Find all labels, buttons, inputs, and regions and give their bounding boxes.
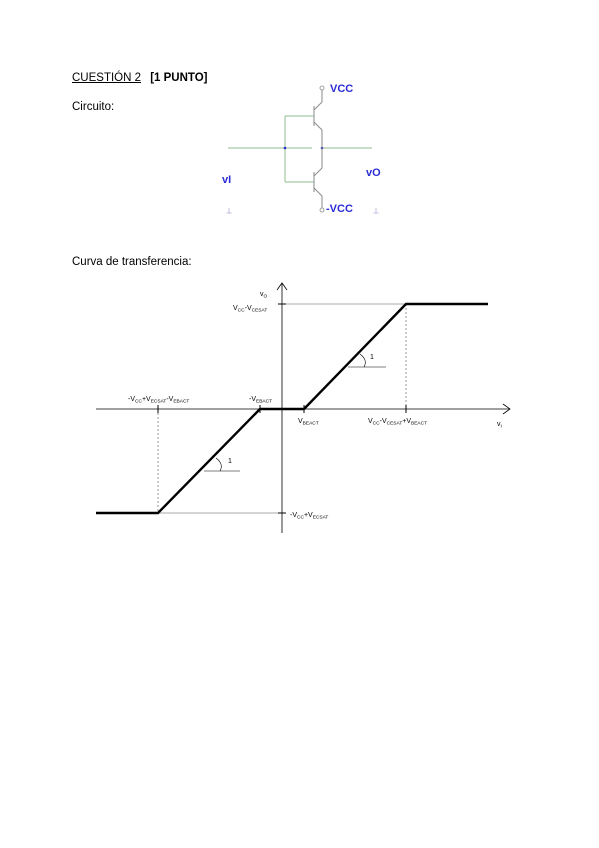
ground-icon <box>373 208 379 214</box>
question-title: CUESTIÓN 2 [1 PUNTO] <box>72 72 208 84</box>
vcc-terminal <box>319 85 325 91</box>
input-node <box>283 146 287 150</box>
y-axis-arrow-icon <box>276 282 288 291</box>
circuit-diagram: VCC vI vO -VCC <box>222 83 381 215</box>
question-points: [1 PUNTO] <box>150 72 208 84</box>
positive-corner-label: VCC-VCESAT+VBEACT <box>368 418 427 427</box>
slope-marker-lower <box>204 457 240 472</box>
vcc-node-label: VCC <box>330 83 353 95</box>
lower-saturation-level-label: -VCC+VECSAT <box>290 512 328 521</box>
vout-node-label: vO <box>366 167 381 179</box>
reference-lines <box>157 303 407 514</box>
slope-marker-upper <box>348 353 386 368</box>
negative-corner-label: -VCC+VECSAT-VEBACT <box>128 396 189 405</box>
upper-saturation-level-label: VCC-VCESAT <box>233 305 267 314</box>
npn-transistor-symbol <box>313 90 323 148</box>
x-axis-label: vI <box>497 421 502 430</box>
neg-vcc-node-label: -VCC <box>326 203 353 215</box>
pnp-transistor-symbol <box>313 148 323 208</box>
y-axis-label: vO <box>260 291 268 300</box>
ground-icon <box>226 208 232 214</box>
negative-veb-label: -VEBACT <box>249 396 272 405</box>
slope-label-lower: 1 <box>228 458 232 465</box>
x-axis-arrow-icon <box>502 403 511 415</box>
transfer-curve-line <box>96 302 488 515</box>
vin-node-label: vI <box>222 174 231 186</box>
slope-label-upper: 1 <box>370 354 374 361</box>
positive-vbe-label: VBEACT <box>298 418 319 427</box>
question-number: CUESTIÓN 2 <box>72 72 142 84</box>
transfer-curve-label: Curva de transferencia: <box>72 256 192 268</box>
circuit-label: Circuito: <box>72 101 115 113</box>
neg-vcc-terminal <box>319 207 325 213</box>
